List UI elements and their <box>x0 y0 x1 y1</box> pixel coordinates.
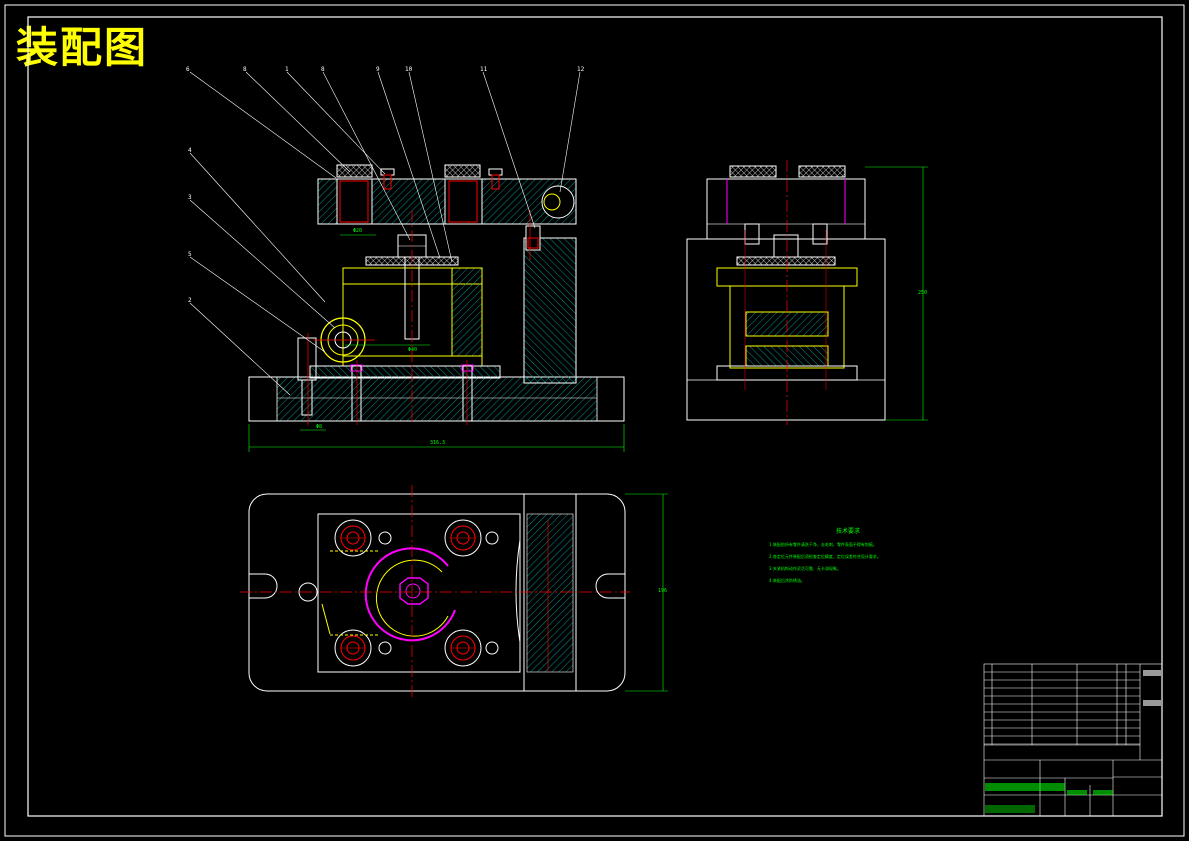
dim-plan-height: 196 <box>658 588 668 594</box>
dim-left-bore: Φ20 <box>353 228 363 234</box>
balloon-8a: 8 <box>243 66 247 73</box>
balloon-6: 6 <box>186 66 190 73</box>
technical-note-line: 2.各定位元件装配后须检查定位精度，定位误差符合设计要求。 <box>769 554 881 559</box>
dim-bottom-hole: Φ8 <box>316 424 323 430</box>
technical-note-line: 3.夹紧机构动作灵活可靠，无卡滞现象。 <box>769 566 841 571</box>
sheet-border <box>4 4 1185 837</box>
dim-overall-length: 316.3 <box>430 440 446 446</box>
plan-view <box>240 485 668 698</box>
balloon-11: 11 <box>480 66 488 73</box>
balloon-2: 2 <box>188 297 192 304</box>
title-block-fills <box>985 670 1161 813</box>
front-view <box>248 164 625 452</box>
technical-notes-body: 1.装配前所有零件清洗干净，去毛刺，零件表面不得有划痕。 2.各定位元件装配后须… <box>769 536 939 590</box>
balloon-5: 5 <box>188 251 192 258</box>
side-view <box>686 160 928 425</box>
technical-notes-title: 技术要求 <box>836 528 861 535</box>
technical-note-line: 4.装配后涂防锈油。 <box>769 578 805 583</box>
balloon-1: 1 <box>285 66 289 73</box>
balloon-8b: 8 <box>321 66 325 73</box>
balloon-9: 9 <box>376 66 380 73</box>
dim-center-hole: Φ40 <box>408 347 418 353</box>
balloon-4: 4 <box>188 147 192 154</box>
technical-note-line: 1.装配前所有零件清洗干净，去毛刺，零件表面不得有划痕。 <box>769 542 877 547</box>
leader-lines <box>189 71 581 396</box>
balloon-10: 10 <box>405 66 413 73</box>
dim-right-height: 250 <box>918 290 928 296</box>
balloon-3: 3 <box>188 194 192 201</box>
title-block <box>983 663 1163 817</box>
drawing-title: 装配图 <box>16 23 149 72</box>
balloon-12: 12 <box>577 66 585 73</box>
